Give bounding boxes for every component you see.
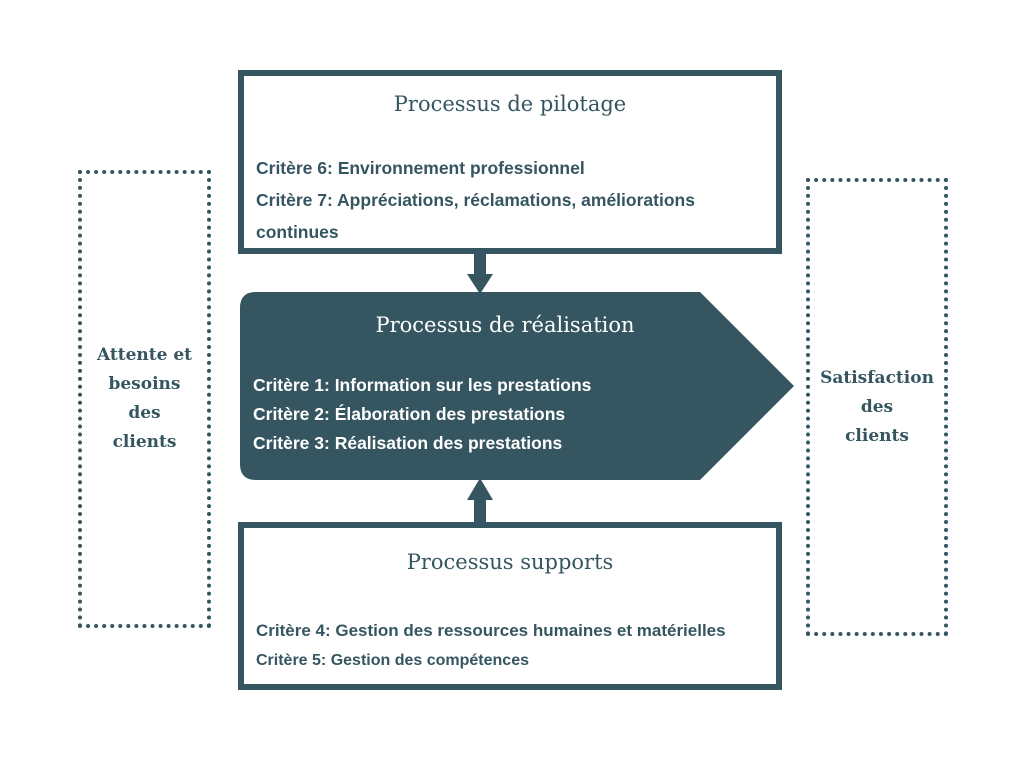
supports-process-title: Processus supports	[406, 550, 614, 574]
criterion-3: Critère 3: Réalisation des prestations	[253, 433, 563, 453]
client-needs-line: besoins	[108, 374, 181, 394]
criterion-2: Critère 2: Élaboration des prestations	[253, 404, 566, 424]
criterion-5: Critère 5: Gestion des compétences	[256, 652, 529, 669]
client-needs-line: Attente et	[96, 345, 193, 365]
criterion-6: Critère 6: Environnement professionnel	[256, 158, 585, 178]
client-satisfaction-text: Satisfaction des clients	[820, 364, 934, 451]
arrow-down-icon	[467, 254, 493, 294]
pilotage-process-title: Processus de pilotage	[393, 92, 627, 116]
realisation-arrow-shape	[240, 292, 794, 480]
criterion-7: Critère 7: Appréciations, réclamations, …	[256, 190, 695, 210]
client-satisfaction-line: Satisfaction	[820, 367, 934, 388]
criterion-4: Critère 4: Gestion des ressources humain…	[256, 621, 726, 640]
arrow-up-icon	[467, 478, 493, 524]
supports-criteria-list: Critère 4: Gestion des ressources humain…	[256, 616, 764, 676]
realisation-process-content: Processus de réalisation Critère 1: Info…	[240, 292, 796, 480]
realisation-criteria-list: Critère 1: Information sur les prestatio…	[253, 371, 591, 458]
client-satisfaction-line: des	[860, 396, 894, 417]
client-needs-text: Attente et besoins des clients	[97, 341, 192, 457]
pilotage-criteria-list: Critère 6: Environnement professionnel C…	[256, 152, 764, 248]
client-needs-line: des	[128, 403, 161, 423]
pilotage-process-box: Processus de pilotage Critère 6: Environ…	[238, 70, 782, 254]
realisation-process-title: Processus de réalisation	[375, 313, 635, 337]
supports-process-box: Processus supports Critère 4: Gestion de…	[238, 522, 782, 690]
client-needs-box: Attente et besoins des clients	[78, 170, 211, 628]
criterion-1: Critère 1: Information sur les prestatio…	[253, 375, 592, 395]
client-needs-line: clients	[112, 432, 177, 452]
client-satisfaction-line: clients	[845, 425, 909, 446]
criterion-7-continued: continues	[256, 222, 339, 242]
client-satisfaction-box: Satisfaction des clients	[806, 178, 948, 636]
